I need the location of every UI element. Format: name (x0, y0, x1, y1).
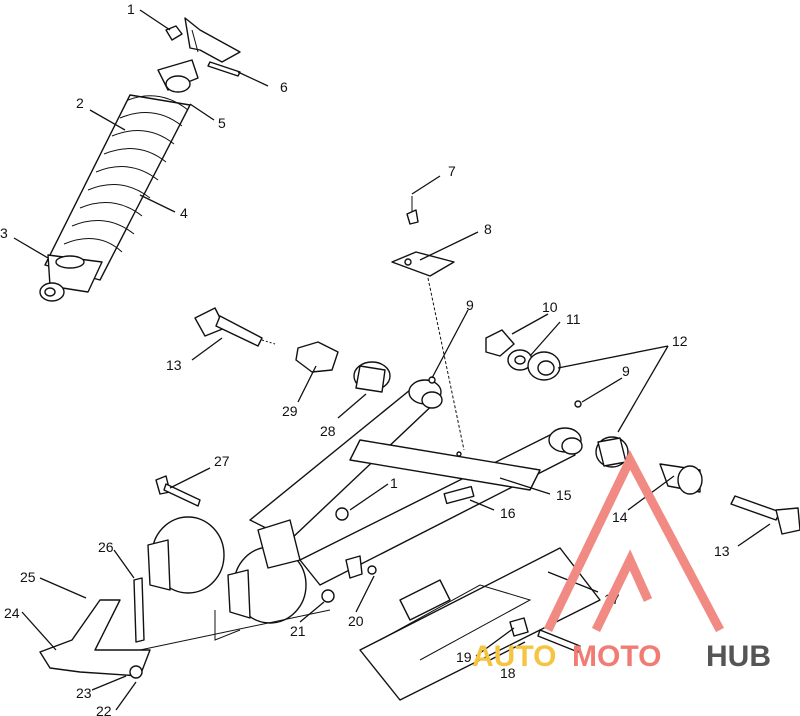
callout-12: 12 (672, 333, 688, 349)
mount-plate (391, 196, 465, 451)
callout-15: 15 (556, 487, 572, 503)
swing-arm-frame (249, 379, 583, 586)
callout-10: 10 (542, 299, 558, 315)
callout-25: 25 (20, 569, 36, 585)
watermark-triangle-inner (591, 549, 653, 632)
callout-3: 3 (0, 225, 8, 241)
callout-23: 23 (76, 685, 92, 701)
callout-1: 1 (127, 1, 135, 17)
callout-13-left: 13 (166, 357, 182, 373)
watermark-moto-text: MOTO (572, 640, 661, 673)
shock-absorber (39, 17, 241, 302)
hardware (155, 307, 800, 653)
callout-6: 6 (280, 79, 288, 95)
chain-slider (359, 547, 601, 701)
callout-labels: 1 2 3 4 5 6 7 8 9 10 11 12 9 13 13 14 15… (0, 1, 730, 716)
callout-8: 8 (484, 221, 492, 237)
callout-7: 7 (448, 163, 456, 179)
callout-16: 16 (500, 505, 516, 521)
callout-19: 19 (456, 649, 472, 665)
callout-14: 14 (612, 509, 628, 525)
callout-29: 29 (282, 403, 298, 419)
callout-11: 11 (566, 311, 581, 327)
watermark-auto-text: AUTO (472, 640, 556, 673)
callout-9-lower: 9 (622, 363, 630, 379)
callout-9-upper: 9 (466, 297, 474, 313)
callout-22: 22 (96, 703, 112, 716)
callout-20: 20 (348, 613, 364, 629)
watermark-triangle (543, 450, 724, 633)
callout-4: 4 (180, 205, 188, 221)
axle-clamps (147, 516, 307, 641)
callout-26: 26 (98, 539, 114, 555)
callout-28: 28 (320, 423, 336, 439)
callout-13-right: 13 (714, 543, 730, 559)
brake-linkage (39, 577, 331, 679)
callout-18: 18 (500, 665, 516, 681)
callout-27: 27 (214, 453, 230, 469)
callout-5: 5 (218, 115, 226, 131)
callout-2: 2 (76, 95, 84, 111)
callout-21: 21 (290, 623, 306, 639)
callout-1-lower: 1 (390, 475, 398, 491)
watermark-logo: AUTO MOTO HUB (472, 450, 771, 673)
callout-24: 24 (4, 605, 20, 621)
watermark-hub-text: HUB (706, 640, 771, 673)
